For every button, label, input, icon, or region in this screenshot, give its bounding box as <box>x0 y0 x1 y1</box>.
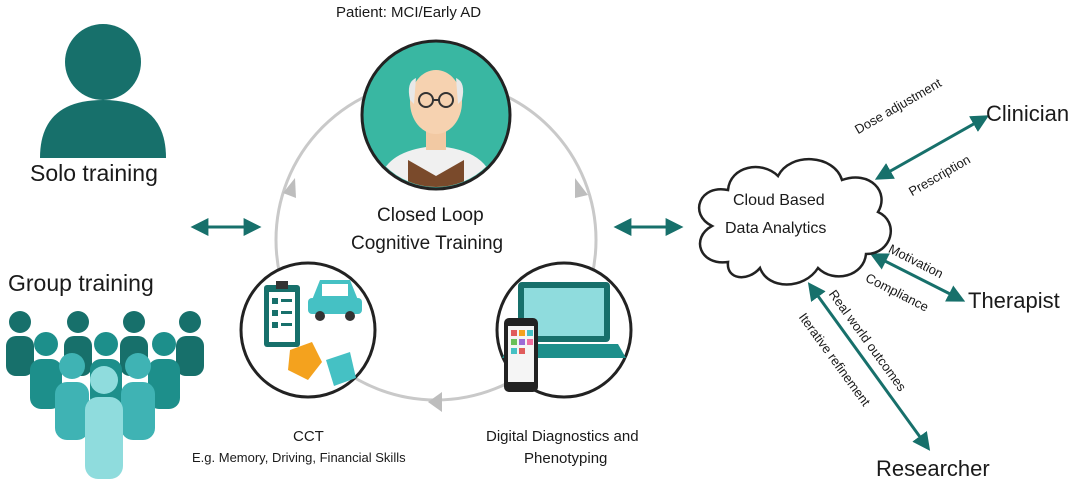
cloud-clinician-arrow <box>874 115 990 180</box>
clinician-label: Clinician <box>986 101 1070 126</box>
cct-examples: E.g. Memory, Driving, Financial Skills <box>192 450 406 465</box>
cloud-shape <box>697 158 893 286</box>
researcher-label: Researcher <box>876 456 990 481</box>
solo-training-label: Solo training <box>30 160 158 186</box>
solo-person-icon <box>40 24 166 158</box>
puzzle-icon <box>288 342 356 386</box>
cct-title: CCT <box>293 428 324 445</box>
patient-label: Patient: MCI/Early AD <box>336 4 482 21</box>
loop-arrow-bottom-icon <box>428 392 442 412</box>
group-people-icon <box>6 311 204 479</box>
loop-title-line2: Cognitive Training <box>351 233 504 254</box>
car-icon <box>308 280 362 321</box>
diagnostics-line2: Phenotyping <box>524 450 608 467</box>
cloud-label-line2: Data Analytics <box>725 220 827 237</box>
cct-illustration <box>239 261 377 399</box>
cloud-therapist-arrow <box>869 253 966 302</box>
loop-arrow-right-icon <box>575 178 588 198</box>
loop-title-line1: Closed Loop <box>377 205 484 226</box>
cloud-label-line1: Cloud Based <box>733 192 825 209</box>
loop-arrow-left-icon <box>283 178 296 198</box>
therapist-label: Therapist <box>968 288 1060 313</box>
cloud-researcher-arrow <box>807 282 931 451</box>
patient-avatar <box>360 39 512 191</box>
phone-icon <box>504 318 538 392</box>
diagnostics-line1: Digital Diagnostics and <box>486 428 639 445</box>
group-training-label: Group training <box>8 270 154 296</box>
diagnostics-illustration <box>495 261 633 399</box>
checklist-icon <box>264 281 300 347</box>
